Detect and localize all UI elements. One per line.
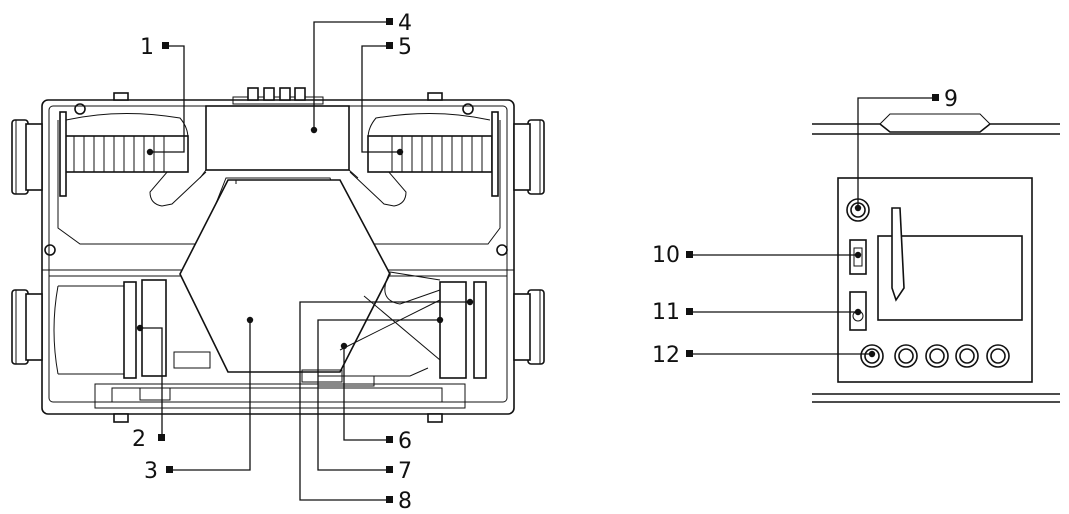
callout-dots: [136, 126, 876, 358]
callout-1: 1: [140, 35, 154, 60]
filter-left: [53, 279, 211, 379]
cable-glands: [232, 87, 324, 105]
callout-11: 11: [652, 300, 680, 325]
callout-12: 12: [652, 343, 680, 368]
corner-screws: [44, 103, 508, 256]
callout-10: 10: [652, 243, 680, 268]
main-unit: [11, 87, 545, 423]
heat-exchanger: [179, 179, 391, 373]
right-spigot-bottom: [513, 289, 545, 365]
filter-right: [339, 271, 487, 379]
callout-4: 4: [398, 11, 412, 36]
callout-6: 6: [398, 429, 412, 454]
control-box: [205, 105, 350, 171]
connection-panel: [812, 113, 1060, 403]
callout-leaders: [140, 21, 936, 501]
callout-7: 7: [398, 459, 412, 484]
callout-5: 5: [398, 35, 412, 60]
antenna-icon: [891, 207, 905, 302]
callout-2: 2: [132, 427, 146, 452]
fan-left: [59, 111, 207, 207]
callout-3: 3: [144, 459, 158, 484]
cable-gland-row: [860, 344, 1010, 368]
top-bolts: [113, 92, 443, 423]
fan-right: [349, 111, 499, 207]
left-spigot-bottom: [11, 289, 43, 365]
callout-9: 9: [944, 87, 958, 112]
callout-squares: [158, 18, 939, 503]
callout-8: 8: [398, 489, 412, 514]
right-spigot-top: [513, 119, 545, 195]
callout-labels: 1 2 3 4 5 6 7 8 9 10 11 12: [132, 11, 958, 514]
left-spigot-top: [11, 119, 43, 195]
